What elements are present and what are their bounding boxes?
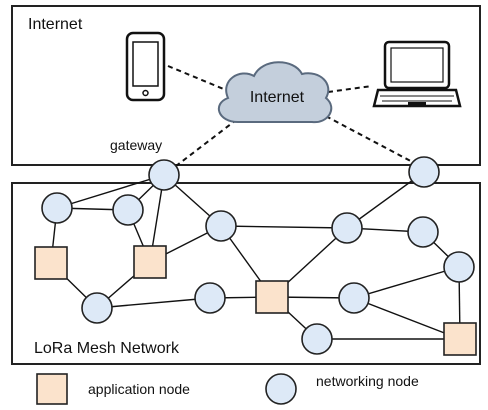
networking-node (81, 292, 113, 324)
cloud-to-laptop-link (327, 85, 373, 93)
legend-application-label: application node (88, 381, 190, 397)
networking-node (41, 192, 73, 224)
networking-node (301, 323, 333, 355)
networking-node (331, 212, 363, 244)
mesh-link (353, 297, 461, 340)
legend-networking-label: networking node (316, 373, 419, 389)
legend: application node networking node (36, 373, 419, 405)
application-node (34, 246, 68, 280)
mesh-link (220, 225, 348, 229)
legend-networking-swatch (265, 373, 297, 405)
gateway-node (148, 159, 180, 191)
right-gateway-node (408, 156, 440, 188)
laptop-icon (372, 40, 462, 108)
gateway-label: gateway (110, 137, 162, 153)
cloud-label: Internet (250, 89, 305, 106)
networking-node (194, 282, 226, 314)
cloud-icon: Internet (217, 61, 333, 124)
networking-node (112, 194, 144, 226)
smartphone-icon (125, 31, 166, 102)
mesh-link (353, 266, 460, 299)
networking-nodes (41, 156, 475, 355)
phone-to-cloud-link (167, 65, 227, 91)
networking-node (338, 282, 370, 314)
mesh-link (96, 297, 211, 309)
networking-node (205, 210, 237, 242)
application-nodes (34, 245, 477, 356)
application-node (443, 322, 477, 356)
internet-region-label: Internet (28, 16, 83, 33)
application-node (133, 245, 167, 279)
application-node (255, 280, 289, 314)
mesh-region (11, 182, 481, 365)
networking-node (443, 251, 475, 283)
networking-node (407, 216, 439, 248)
mesh-region-label: LoRa Mesh Network (34, 340, 180, 357)
internet-links (167, 65, 421, 167)
legend-application-swatch (36, 373, 68, 405)
mesh-link (56, 174, 165, 209)
mesh-link (346, 171, 425, 229)
cloud-to-right-gateway-link (317, 111, 421, 167)
